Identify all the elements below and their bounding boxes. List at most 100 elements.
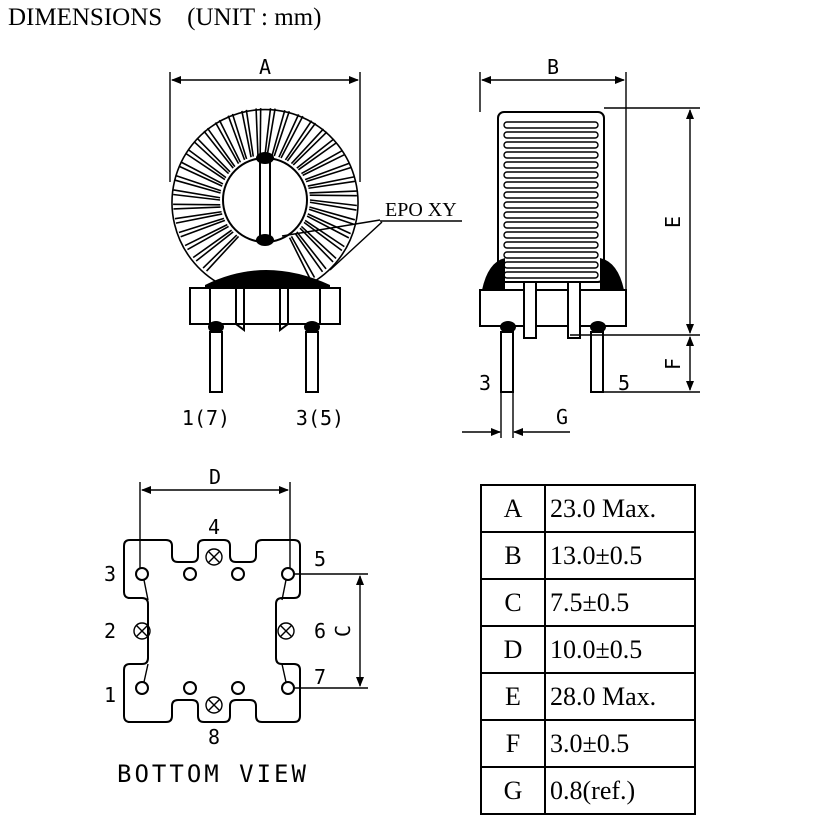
dim-b-label: B [547,55,559,79]
winding-turn [195,231,234,262]
winding-turn [227,115,246,161]
winding-turn [273,111,291,157]
pin-right-label: 3(5) [296,406,344,430]
pin-left [209,331,223,393]
winding-turn [178,217,225,234]
dimension-value: 10.0±0.5 [544,625,696,674]
dimension-value: 7.5±0.5 [544,578,696,627]
winding-turn [264,108,272,156]
side-winding-turn [503,241,599,249]
dimension-key: G [480,766,546,815]
winding-turn [203,130,234,169]
winding-turn [271,109,286,156]
side-pin-5-label: 5 [618,371,630,395]
winding-turn [175,213,223,224]
side-winding [497,111,605,283]
side-winding-turn [503,221,599,229]
winding-turn [187,225,229,251]
side-winding-turn [503,201,599,209]
toroid-outer-edge [171,108,359,288]
side-winding-turn [503,121,599,129]
side-winding-turn [503,141,599,149]
epo-label: EPO XY [385,199,457,221]
dim-g-label: G [556,405,568,429]
winding-turn [303,221,343,252]
dimension-value: 13.0±0.5 [544,531,696,580]
dimension-key: A [480,484,546,533]
winding-turn [286,122,317,162]
side-winding-turn [503,191,599,199]
winding-turn [308,180,356,190]
bottom-pin-4-label: 4 [208,515,220,539]
front-base [189,287,341,325]
winding-turn [296,231,327,270]
winding-turn [241,110,252,158]
side-winding-turn [503,131,599,139]
winding-turn [214,122,240,164]
winding-turn [304,219,345,248]
side-winding-turn [503,211,599,219]
dimension-value: 0.8(ref.) [544,766,696,815]
winding-turn [284,120,313,161]
winding-turn [193,140,230,175]
side-winding-turn [503,231,599,239]
side-pin-3-label: 3 [479,371,491,395]
winding-turn [309,199,357,207]
winding-turn [290,128,325,165]
winding-turn [297,141,338,171]
side-base [479,289,627,327]
dim-f-label: F [661,358,685,370]
front-view: A EPO XY 1(7) 3(5) [169,55,462,430]
dimension-key: E [480,672,546,721]
winding-turn [306,215,350,239]
winding-turn [278,114,300,158]
bottom-pin-7-label: 7 [314,665,326,689]
winding-turn [255,108,259,156]
side-view: B E F G 3 5 [462,55,700,438]
toroid-core-hole [222,157,308,243]
dim-e-label: E [661,216,685,228]
winding-turn [174,179,221,194]
winding-turn [266,108,276,156]
winding-turn [305,166,352,183]
side-winding-turn [503,181,599,189]
winding-turn [205,235,240,272]
dimension-key: C [480,578,546,627]
side-winding-turns [503,121,599,279]
winding-turn [192,229,233,259]
bottom-pin-5-label: 5 [314,547,326,571]
winding-turn [308,208,354,226]
winding-turn [299,227,334,263]
side-winding-turn [503,251,599,259]
winding-turn [176,174,222,192]
winding-turn [218,119,242,163]
page-title: DIMENSIONS (UNIT : mm) [8,4,322,31]
dimension-key: D [480,625,546,674]
winding-turn [292,131,328,166]
winding-turn [309,190,357,194]
winding-turn [196,137,231,173]
toroid-windings [171,108,359,288]
dimension-value: 23.0 Max. [544,484,696,533]
bottom-pin-3-label: 3 [104,562,116,586]
dimension-value: 28.0 Max. [544,672,696,721]
dimension-key: B [480,531,546,580]
winding-turn [280,115,304,159]
side-winding-turn [503,161,599,169]
winding-turn [173,206,221,210]
dim-a-label: A [259,55,271,79]
side-winding-turn [503,171,599,179]
bottom-pin-2-label: 2 [104,619,116,643]
winding-turn [185,152,226,181]
pin-left-label: 1(7) [182,406,230,430]
winding-turn [187,148,227,179]
winding-turn [307,176,355,187]
